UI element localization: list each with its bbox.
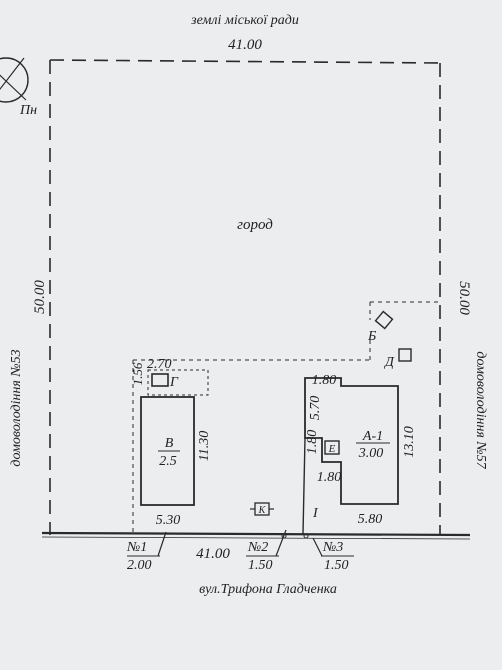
well-icon (250, 502, 274, 516)
inner-boundary (132, 301, 440, 532)
bottom-length: 41.00 (196, 546, 230, 562)
structure-e-d2: 1.80 (317, 470, 342, 485)
top-length: 41.00 (228, 37, 262, 53)
street-label: вул.Трифона Гладченка (199, 582, 337, 597)
building-d (398, 348, 412, 362)
structure-e-label: Е (328, 443, 336, 455)
building-v-width: 5.30 (156, 513, 181, 528)
structure-e-d1: 1.80 (305, 430, 320, 455)
building-a1-width-top: 1.80 (312, 373, 337, 388)
top-neighbor-label: землі міської ради (190, 13, 299, 28)
building-v-floor: 2.5 (159, 454, 177, 469)
north-label: Пн (19, 103, 37, 118)
building-v (140, 396, 195, 506)
fence-i-label: І (312, 506, 319, 521)
frontage-line (41, 531, 471, 537)
right-length: 50.00 (456, 281, 472, 315)
building-a1-width: 5.80 (358, 512, 383, 527)
gate-3-value: 1.50 (324, 558, 349, 573)
shed-g (147, 369, 209, 396)
plot-boundary (49, 59, 441, 535)
gate-2-label: №2 (247, 540, 268, 555)
building-d-label: Д (383, 355, 395, 370)
building-b-label: Б (367, 329, 376, 344)
left-neighbor-label: домоволодіння №53 (9, 349, 24, 466)
well-label: К (258, 505, 267, 516)
garden-label: город (237, 217, 273, 233)
building-v-label: В (165, 436, 174, 451)
building-b (374, 310, 394, 330)
gate-2-value: 1.50 (248, 558, 273, 573)
structure-e (324, 440, 340, 455)
right-neighbor-label: домоволодіння №57 (473, 351, 488, 469)
building-a1-side-upper: 5.70 (308, 396, 323, 421)
gate-1-value: 2.00 (127, 558, 152, 573)
building-a1-floor: 3.00 (358, 446, 384, 461)
left-length: 50.00 (32, 280, 48, 314)
north-arrow-icon (0, 57, 29, 103)
gate-1-label: №1 (126, 540, 147, 555)
building-a1-length: 13.10 (402, 426, 417, 458)
shed-g-depth: 1.56 (130, 362, 145, 385)
gate-3-label: №3 (322, 540, 343, 555)
building-v-length: 11.30 (197, 431, 212, 461)
shed-g-width: 2.70 (147, 357, 172, 372)
shed-g-label: Г (169, 375, 179, 390)
building-a1 (304, 377, 399, 505)
building-a1-label: А-1 (362, 429, 383, 444)
